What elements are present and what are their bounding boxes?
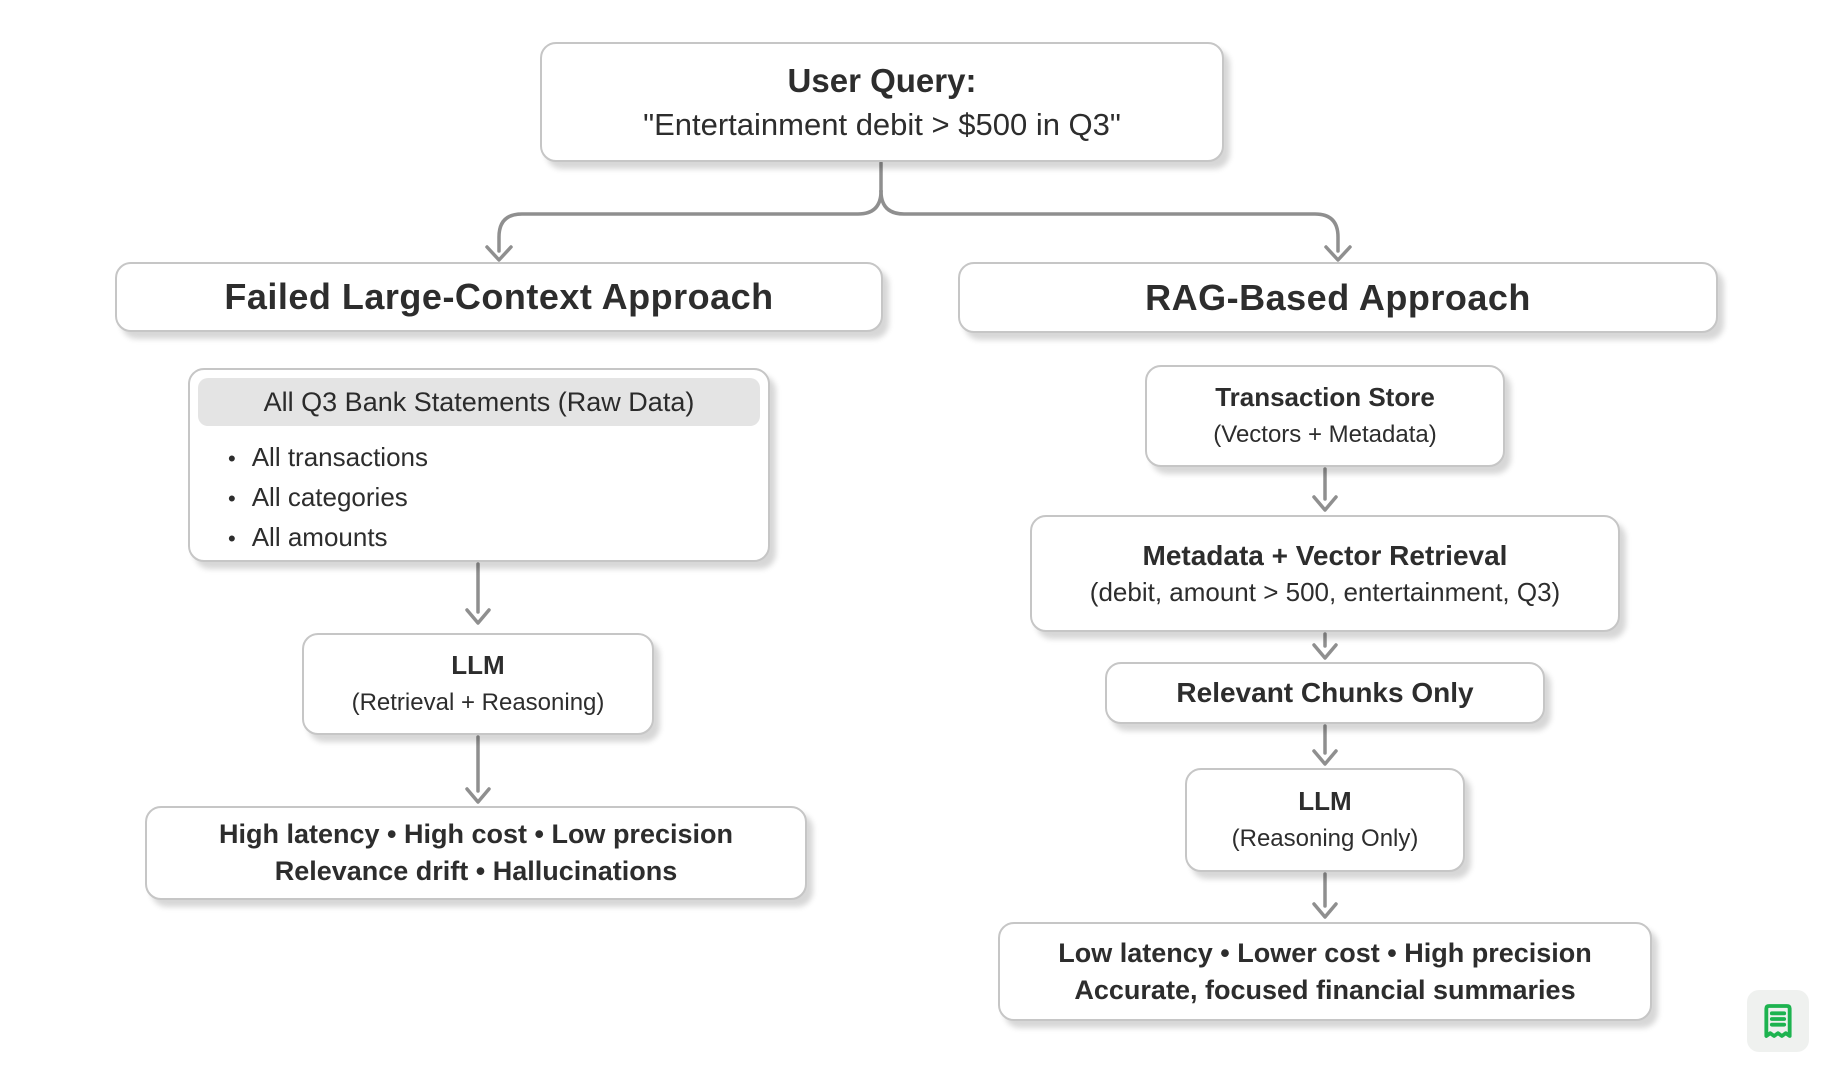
arrowhead-chunks-to-llm	[1312, 749, 1338, 766]
llm-retrieval-reasoning-box: LLM (Retrieval + Reasoning)	[302, 633, 654, 735]
receipt-badge	[1747, 990, 1809, 1052]
arrowhead-retrieval-to-chunks	[1312, 643, 1338, 660]
arrowhead-data-to-llm	[465, 608, 491, 625]
user-query-title: User Query:	[787, 61, 977, 99]
relevant-chunks-title: Relevant Chunks Only	[1176, 677, 1474, 708]
list-item: • All transactions	[228, 438, 768, 478]
llm-subtitle: (Retrieval + Reasoning)	[351, 689, 605, 717]
llm-subtitle: (Reasoning Only)	[1231, 825, 1419, 853]
transaction-store-subtitle: (Vectors + Metadata)	[1213, 421, 1437, 449]
connector-branch-right	[879, 189, 1340, 253]
result-line: Low latency • Lower cost • High precisio…	[1058, 937, 1592, 968]
receipt-icon	[1764, 1004, 1792, 1038]
raw-data-header: All Q3 Bank Statements (Raw Data)	[198, 378, 760, 426]
rag-approach-title: RAG-Based Approach	[1145, 276, 1531, 318]
user-query-box: User Query: "Entertainment debit > $500 …	[540, 42, 1224, 162]
llm-reasoning-only-box: LLM (Reasoning Only)	[1185, 768, 1465, 872]
arrowhead-left-branch	[485, 245, 513, 262]
arrowhead-store-to-retrieval	[1312, 495, 1338, 512]
retrieval-title: Metadata + Vector Retrieval	[1142, 539, 1508, 571]
transaction-store-box: Transaction Store (Vectors + Metadata)	[1145, 365, 1505, 467]
arrowhead-right-branch	[1324, 245, 1352, 262]
result-line: Accurate, focused financial summaries	[1074, 974, 1576, 1005]
transaction-store-title: Transaction Store	[1215, 382, 1435, 413]
bullet-label: All transactions	[251, 442, 429, 472]
relevant-chunks-box: Relevant Chunks Only	[1105, 662, 1545, 724]
llm-title: LLM	[451, 650, 505, 681]
list-item: • All amounts	[228, 518, 768, 558]
bullet-label: All categories	[251, 482, 408, 512]
user-query-text: "Entertainment debit > $500 in Q3"	[643, 107, 1121, 143]
bullet-label: All amounts	[251, 522, 388, 552]
failed-approach-title-box: Failed Large-Context Approach	[115, 262, 883, 332]
arrowhead-llm-to-result-left	[465, 787, 491, 804]
bullet-icon: •	[228, 486, 236, 511]
arrowhead-llm-to-result-right	[1312, 902, 1338, 919]
raw-data-bullet-list: • All transactions • All categories • Al…	[190, 426, 768, 558]
connector-branch-left	[497, 189, 883, 253]
rag-approach-title-box: RAG-Based Approach	[958, 262, 1718, 333]
metadata-vector-retrieval-box: Metadata + Vector Retrieval (debit, amou…	[1030, 515, 1620, 632]
list-item: • All categories	[228, 478, 768, 518]
result-line: Relevance drift • Hallucinations	[274, 856, 678, 886]
llm-title: LLM	[1298, 786, 1352, 817]
failed-approach-title: Failed Large-Context Approach	[224, 276, 774, 317]
bullet-icon: •	[228, 526, 236, 551]
failed-approach-result-box: High latency • High cost • Low precision…	[145, 806, 807, 900]
result-line: High latency • High cost • Low precision	[219, 819, 733, 849]
bullet-icon: •	[228, 446, 236, 471]
retrieval-subtitle: (debit, amount > 500, entertainment, Q3)	[1089, 576, 1561, 607]
raw-data-box: All Q3 Bank Statements (Raw Data) • All …	[188, 368, 770, 562]
rag-approach-result-box: Low latency • Lower cost • High precisio…	[998, 922, 1652, 1021]
